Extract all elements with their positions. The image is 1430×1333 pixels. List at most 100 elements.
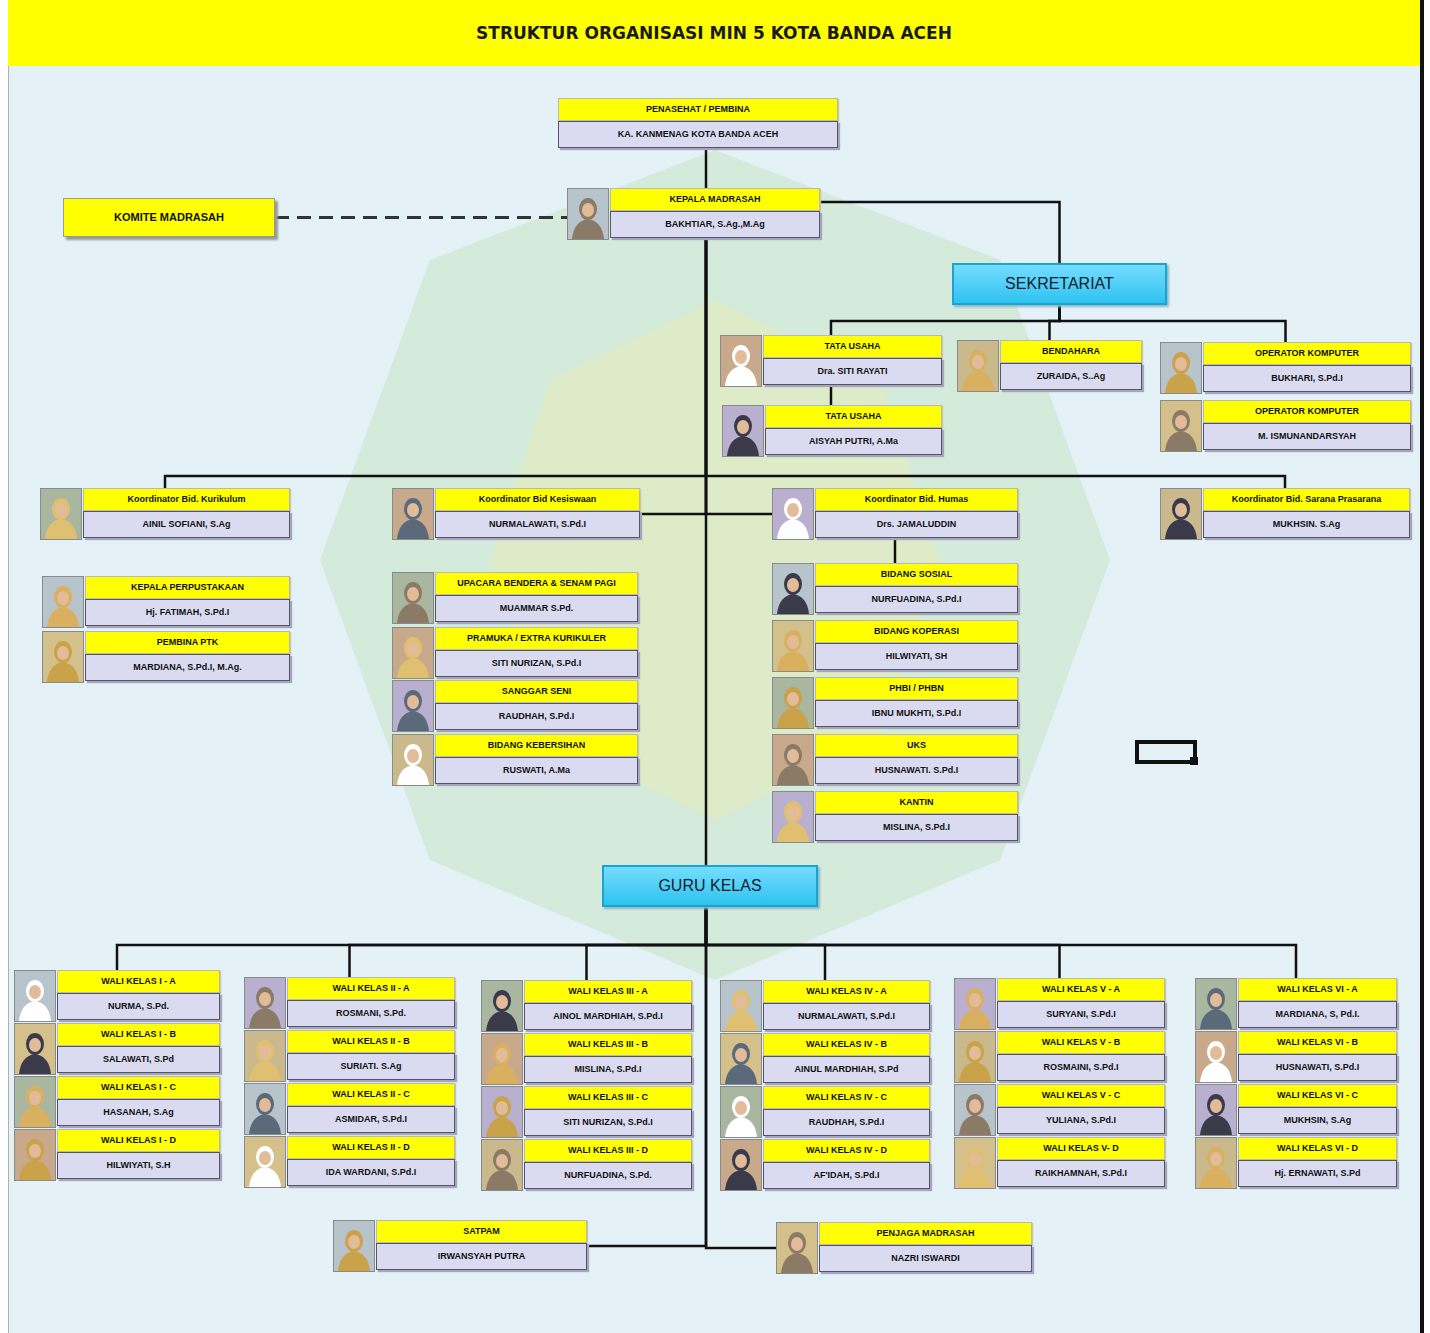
role-title: WALI KELAS III - C <box>524 1086 692 1109</box>
role-title: WALI KELAS V - B <box>997 1031 1165 1054</box>
portrait-photo <box>333 1220 375 1272</box>
portrait-ground <box>958 341 998 391</box>
person-name: HUSNAWATI, S.Pd.I <box>1238 1054 1397 1081</box>
portrait-picture <box>777 1223 817 1273</box>
portrait-ground <box>1196 1138 1236 1188</box>
person-name: MUAMMAR S.Pd. <box>435 595 638 622</box>
role-column: WALI KELAS V - ASURYANI, S.Pd.I <box>997 978 1165 1030</box>
portrait-picture <box>1161 343 1201 393</box>
role-column: WALI KELAS VI - BHUSNAWATI, S.Pd.I <box>1238 1031 1397 1083</box>
portrait-head-cover <box>345 1230 363 1252</box>
role-box: PRAMUKA / EXTRA KURIKULERSITI NURIZAN, S… <box>392 627 638 679</box>
portrait-ground <box>245 1084 285 1134</box>
portrait-face <box>496 1154 508 1168</box>
person-name: NURFUADINA, S.Pd.I <box>815 586 1018 613</box>
role-box: WALI KELAS I - DHILWIYATI, S.H <box>14 1129 220 1181</box>
role-column: WALI KELAS II - BSURIATI. S.Ag <box>287 1030 455 1082</box>
portrait-photo <box>244 977 286 1029</box>
portrait-face <box>259 1045 271 1059</box>
portrait-picture <box>15 971 55 1021</box>
portrait-body <box>959 1115 991 1135</box>
role-title: WALI KELAS IV - B <box>763 1033 930 1056</box>
portrait-head-cover <box>732 990 750 1012</box>
portrait-head-cover <box>54 641 72 663</box>
role-box: WALI KELAS II - AROSMANI, S.Pd. <box>244 977 455 1029</box>
role-column: SATPAMIRWANSYAH PUTRA <box>376 1220 587 1272</box>
portrait-face <box>1175 415 1187 429</box>
portrait-photo <box>720 1139 762 1191</box>
role-box: KANTINMISLINA, S.Pd.I <box>772 791 1018 843</box>
portrait-photo <box>392 734 434 786</box>
role-box: BENDAHARAZURAIDA, S..Ag <box>957 340 1142 392</box>
role-title: BIDANG KOPERASI <box>815 620 1018 643</box>
portrait-picture <box>393 573 433 623</box>
role-box: WALI KELAS VI - AMARDIANA, S, Pd.I. <box>1195 978 1397 1030</box>
role-box: Koordinator Bid. Sarana PrasaranaMUKHSIN… <box>1160 488 1410 540</box>
portrait-face <box>407 503 419 517</box>
portrait-body <box>777 708 809 728</box>
portrait-face <box>29 1038 41 1052</box>
person-name: RAUDHAH, S.Pd.I <box>763 1109 930 1136</box>
portrait-face <box>969 1099 981 1113</box>
portrait-picture <box>15 1130 55 1180</box>
portrait-body <box>486 1064 518 1084</box>
person-name: NURMA, S.Pd. <box>57 993 220 1020</box>
portrait-head-cover <box>54 586 72 608</box>
person-name: SURIATI. S.Ag <box>287 1053 455 1080</box>
person-name: BUKHARI, S.Pd.I <box>1203 365 1411 392</box>
person-name: Hj. ERNAWATI, S.Pd <box>1238 1160 1397 1187</box>
role-column: WALI KELAS III - BMISLINA, S.Pd.I <box>524 1033 692 1085</box>
portrait-photo <box>954 1137 996 1189</box>
role-box: WALI KELAS V- DRAIKHAMNAH, S.Pd.I <box>954 1137 1165 1189</box>
person-name: NURFUADINA, S.Pd. <box>524 1162 692 1189</box>
role-column: BIDANG SOSIALNURFUADINA, S.Pd.I <box>815 563 1018 615</box>
connector-line <box>117 907 706 970</box>
portrait-body <box>249 1114 281 1134</box>
person-name: Dra. SITI RAYATI <box>763 358 942 385</box>
connector-line <box>350 907 707 977</box>
portrait-face <box>1210 1099 1222 1113</box>
role-box: WALI KELAS IV - ANURMALAWATI, S.Pd.I <box>720 980 930 1032</box>
portrait-ground <box>773 678 813 728</box>
portrait-ground <box>15 1130 55 1180</box>
connector-line <box>275 216 567 219</box>
portrait-picture <box>1196 1032 1236 1082</box>
person-name: RAUDHAH, S.Pd.I <box>435 703 638 730</box>
portrait-picture <box>41 489 81 539</box>
role-box: SATPAMIRWANSYAH PUTRA <box>333 1220 587 1272</box>
portrait-picture <box>955 1032 995 1082</box>
portrait-ground <box>482 1087 522 1137</box>
portrait-ground <box>773 792 813 842</box>
portrait-picture <box>721 1034 761 1084</box>
connector-line <box>820 202 1060 263</box>
portrait-face <box>259 1098 271 1112</box>
role-box: BIDANG KEBERSIHANRUSWATI, A.Ma <box>392 734 638 786</box>
role-box: WALI KELAS III - BMISLINA, S.Pd.I <box>481 1033 692 1085</box>
portrait-ground <box>723 406 763 456</box>
role-box: WALI KELAS V - CYULIANA, S.Pd.I <box>954 1084 1165 1136</box>
role-column: WALI KELAS I - DHILWIYATI, S.H <box>57 1129 220 1181</box>
portrait-head-cover <box>784 687 802 709</box>
role-title: PRAMUKA / EXTRA KURIKULER <box>435 627 638 650</box>
portrait-face <box>787 635 799 649</box>
role-column: UPACARA BENDERA & SENAM PAGIMUAMMAR S.Pd… <box>435 572 638 624</box>
role-title: OPERATOR KOMPUTER <box>1203 400 1411 423</box>
portrait-ground <box>773 564 813 614</box>
portrait-head-cover <box>26 1086 44 1108</box>
portrait-ground <box>15 1077 55 1127</box>
person-name: Hj. FATIMAH, S.Pd.I <box>85 599 290 626</box>
role-column: WALI KELAS VI - CMUKHSIN, S.Ag <box>1238 1084 1397 1136</box>
portrait-face <box>969 1152 981 1166</box>
role-column: WALI KELAS V - CYULIANA, S.Pd.I <box>997 1084 1165 1136</box>
role-title: WALI KELAS V- D <box>997 1137 1165 1160</box>
portrait-head-cover <box>784 630 802 652</box>
role-title: WALI KELAS VI - A <box>1238 978 1397 1001</box>
portrait-face <box>787 578 799 592</box>
role-box: TATA USAHAAISYAH PUTRI, A.Ma <box>722 405 942 457</box>
portrait-ground <box>1161 489 1201 539</box>
portrait-ground <box>245 978 285 1028</box>
portrait-body <box>397 603 429 623</box>
portrait-picture <box>955 1138 995 1188</box>
portrait-photo <box>42 631 84 683</box>
portrait-photo <box>392 680 434 732</box>
